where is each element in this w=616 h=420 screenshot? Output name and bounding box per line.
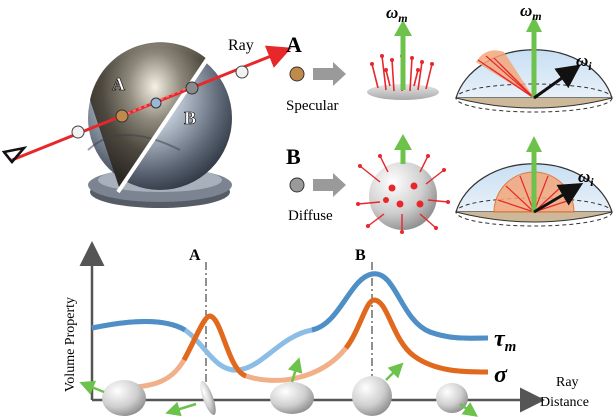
sample-ball (436, 383, 479, 417)
ray-sample-point (235, 65, 249, 79)
specular-row: A Specular ωm (286, 1, 613, 114)
sample-ball (79, 380, 146, 416)
plot-label-a: A (189, 247, 201, 264)
sigma-label: σ (494, 362, 508, 388)
sample-disc (165, 380, 216, 417)
sample-ball (270, 357, 314, 414)
ray-label: Ray (228, 37, 254, 54)
sigma-curve (109, 297, 489, 391)
point-b-marker (185, 81, 199, 95)
x-axis-label-line1: Ray (556, 375, 579, 390)
label-a: A (286, 32, 302, 57)
sample-ball (352, 362, 404, 416)
omega-i-diffuse-label: ωi (578, 167, 594, 189)
diffuse-label: Diffuse (288, 208, 333, 224)
sphere-label-b: B (184, 108, 196, 128)
omega-i-label: ωi (576, 51, 592, 73)
volume-property-plot: Volume Property Ray Distance A B τm σ (63, 241, 589, 417)
sphere-label-a: A (112, 74, 125, 94)
tau-label: τm (494, 326, 516, 355)
sphere-illustration (87, 42, 232, 208)
specular-label: Specular (286, 98, 338, 114)
point-b-swatch (289, 177, 305, 193)
plot-label-b: B (355, 247, 366, 264)
label-b: B (286, 144, 301, 169)
omega-m-label: ωm (386, 3, 408, 25)
y-axis-label: Volume Property (63, 297, 78, 392)
x-axis-label-line2: Distance (540, 395, 589, 410)
eye-icon (1, 146, 28, 164)
ray: Ray A B (11, 37, 292, 162)
right-arrow-icon (313, 173, 346, 197)
diffuse-row: B Diffuse (286, 134, 613, 234)
right-arrow-icon (313, 62, 346, 86)
ray-sample-point (150, 97, 162, 109)
ray-sample-point (71, 125, 85, 139)
point-a-swatch (289, 66, 305, 82)
point-a-marker (115, 109, 129, 123)
omega-m-dome-label: ωm (520, 1, 542, 23)
